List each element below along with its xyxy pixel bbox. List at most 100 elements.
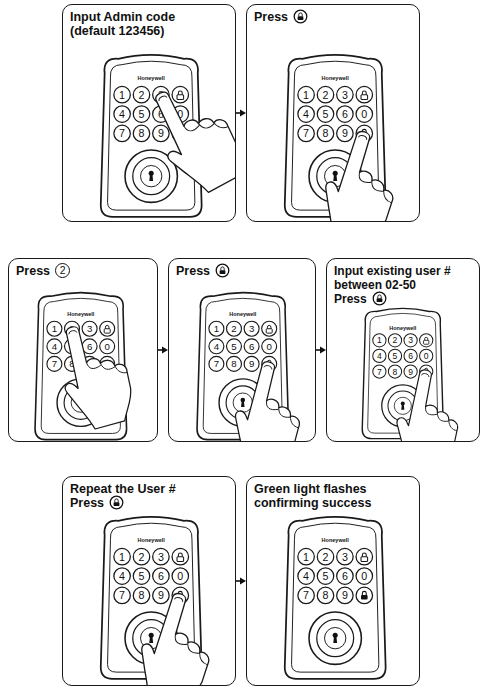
key-digit: 3 — [244, 321, 259, 336]
pointing-hand — [53, 318, 137, 434]
key-digit: 7 — [373, 365, 386, 378]
step-panel: Green light flashes confirming success — [246, 476, 420, 686]
step-panel: Repeat the User #Press — [62, 476, 236, 686]
key-digit: 2 — [133, 548, 149, 564]
press-button-icon — [293, 9, 308, 24]
press-button-icon — [215, 263, 230, 278]
brand-label: Honeywell — [306, 536, 364, 544]
step-instruction: Press — [334, 292, 367, 306]
keypad-lock — [35, 293, 127, 440]
arrow-shaft — [236, 112, 241, 114]
keypad-lock — [101, 55, 202, 217]
key-digit: 0 — [262, 339, 277, 354]
key-digit: 4 — [114, 568, 130, 584]
key-digit: 4 — [47, 339, 62, 354]
key-digit: 3 — [82, 321, 97, 336]
key-digit: 3 — [337, 548, 353, 564]
step-heading: Press — [334, 292, 472, 307]
step-instruction: Press — [16, 264, 50, 278]
key-digit: 2 — [133, 86, 149, 102]
key-digit: 1 — [114, 86, 130, 102]
step-instruction: Press — [254, 10, 288, 24]
step-instruction: Repeat the User # — [70, 482, 176, 496]
lock-glyph — [376, 295, 382, 302]
key-digit: 0 — [356, 568, 372, 584]
pointing-hand — [311, 126, 409, 221]
arrow-shaft — [236, 580, 241, 582]
key-digit: 9 — [82, 356, 97, 371]
key-digit: 7 — [298, 125, 314, 141]
step-heading: Press — [176, 264, 308, 279]
pointing-hand — [388, 366, 468, 441]
step-instruction: Green light flashes confirming success — [254, 482, 371, 510]
key-digit: 4 — [298, 568, 314, 584]
key-digit: 2 — [65, 321, 80, 336]
key-digit: 8 — [227, 356, 242, 371]
key-digit: 6 — [153, 106, 169, 122]
brand-label: Honeywell — [306, 74, 364, 82]
press-button-icon — [372, 291, 387, 306]
key-digit: 1 — [298, 86, 314, 102]
key-digit: 9 — [404, 365, 417, 378]
key-digit: 4 — [373, 349, 386, 362]
key-digit: 6 — [337, 106, 353, 122]
key-digit: 0 — [172, 568, 188, 584]
key-digit: 3 — [153, 548, 169, 564]
key-digit: 4 — [209, 339, 224, 354]
key-digit: 0 — [356, 106, 372, 122]
press-button-ring — [216, 264, 229, 277]
key-digit: 1 — [47, 321, 62, 336]
key-digit: 9 — [153, 587, 169, 603]
key-digit: 9 — [337, 587, 353, 603]
step-heading: Repeat the User # — [70, 482, 228, 496]
press-button-ring — [294, 10, 307, 23]
step-arrow — [316, 346, 326, 353]
key-digit: 3 — [153, 86, 169, 102]
brand-label: Honeywell — [122, 536, 180, 544]
key-digit: 9 — [153, 125, 169, 141]
key-digit: 1 — [373, 334, 386, 347]
key-digit: 2 — [388, 334, 401, 347]
step-heading: Green light flashes confirming success — [254, 482, 404, 510]
brand-label: Honeywell — [54, 310, 107, 318]
key-digit: 6 — [337, 568, 353, 584]
key-digit: 1 — [298, 548, 314, 564]
lock-glyph — [220, 267, 226, 274]
key-digit: 2 — [317, 86, 333, 102]
lock-glyph — [114, 499, 120, 506]
key-digit: 3 — [337, 86, 353, 102]
key-digit: 8 — [317, 587, 333, 603]
key-digit: 4 — [114, 106, 130, 122]
step-panel: Input existing user # between 02-50Press — [326, 258, 480, 442]
key-digit: 8 — [388, 365, 401, 378]
key-digit: 0 — [172, 106, 188, 122]
press-button-ring — [373, 293, 386, 306]
step-panel: Input Admin code (default 123456) — [62, 4, 236, 222]
key-digit: 8 — [133, 587, 149, 603]
keypad-lock — [101, 517, 202, 679]
step-instruction: Press — [176, 264, 210, 278]
key-digit: 5 — [388, 349, 401, 362]
pointing-hand — [142, 73, 235, 202]
step-heading: Press — [70, 496, 228, 511]
key-digit: 5 — [317, 106, 333, 122]
key-digit: 7 — [298, 587, 314, 603]
circled-key: 2 — [55, 263, 70, 278]
arrow-shaft — [316, 349, 321, 351]
key-digit: 7 — [114, 125, 130, 141]
key-digit: 6 — [244, 339, 259, 354]
arrow-shaft — [158, 349, 163, 351]
brand-label: Honeywell — [122, 74, 180, 82]
key-digit: 3 — [404, 334, 417, 347]
key-digit: 7 — [209, 356, 224, 371]
step-panel: Press 2 — [8, 258, 158, 442]
step-heading: Input existing user # between 02-50 — [334, 264, 472, 292]
key-digit: 2 — [317, 548, 333, 564]
step-instruction: Press — [70, 496, 104, 510]
key-digit: 8 — [65, 356, 80, 371]
step-heading: Press — [254, 10, 412, 25]
step-instruction: Input Admin code (default 123456) — [70, 10, 175, 38]
brand-label: Honeywell — [379, 324, 426, 332]
key-digit: 6 — [153, 568, 169, 584]
